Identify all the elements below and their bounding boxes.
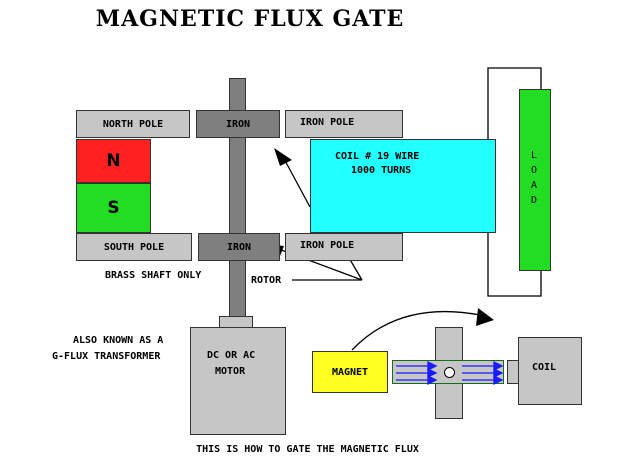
iron-pole-top: IRON POLE (285, 110, 403, 138)
load-wire-top (487, 67, 542, 146)
flux-arrowhead-4 (493, 360, 504, 372)
small-coil-label: COIL (532, 362, 557, 373)
south-magnet: S (76, 183, 151, 233)
rotation-arrow (351, 310, 481, 351)
load-wire-bottom (487, 226, 542, 297)
coil-pointer-line (281, 154, 311, 208)
iron-pole-bottom-label: IRON POLE (300, 240, 355, 251)
motor-label-line2: MOTOR (215, 366, 246, 377)
south-pole-label: SOUTH POLE (76, 233, 192, 261)
load-letter-d: D (531, 195, 538, 206)
rotor-label: ROTOR (251, 275, 282, 286)
north-magnet: N (76, 139, 151, 183)
load-letter-o: O (531, 165, 538, 176)
flux-arrowhead-3 (427, 374, 438, 386)
iron-block-bottom: IRON (198, 233, 280, 261)
coil-label-line2: 1000 TURNS (351, 165, 412, 176)
north-pole-label: NORTH POLE (76, 110, 190, 138)
also-known-line1: ALSO KNOWN AS A (73, 335, 164, 346)
coil-label-line1: COIL # 19 WIRE (335, 151, 420, 162)
coil-pointer-arrowhead (274, 148, 292, 166)
flux-arrowhead-5 (493, 367, 504, 379)
caption: THIS IS HOW TO GATE THE MAGNETIC FLUX (196, 444, 419, 455)
iron-pole-top-label: IRON POLE (300, 117, 355, 128)
iron-pole-bottom: IRON POLE (285, 233, 403, 261)
diagram-title: MAGNETIC FLUX GATE (95, 6, 405, 32)
coil-block: COIL # 19 WIRE 1000 TURNS (310, 139, 496, 233)
load-letter-a: A (531, 180, 538, 191)
load-block: L O A D (519, 89, 551, 271)
flux-arrowhead-1 (427, 360, 438, 372)
small-coil-block: COIL (518, 337, 582, 405)
motor-label-line1: DC OR AC (207, 350, 256, 361)
iron-block-top: IRON (196, 110, 280, 138)
magnet-block: MAGNET (312, 351, 388, 393)
cross-rotor-hub (444, 367, 455, 378)
motor-block: DC OR AC MOTOR (190, 327, 286, 435)
flux-arrowhead-6 (493, 374, 504, 386)
flux-arrowhead-2 (427, 367, 438, 379)
also-known-line2: G-FLUX TRANSFORMER (52, 351, 161, 362)
load-letter-l: L (531, 150, 538, 161)
brass-shaft-label: BRASS SHAFT ONLY (105, 270, 202, 281)
rotation-arrowhead (476, 308, 494, 326)
